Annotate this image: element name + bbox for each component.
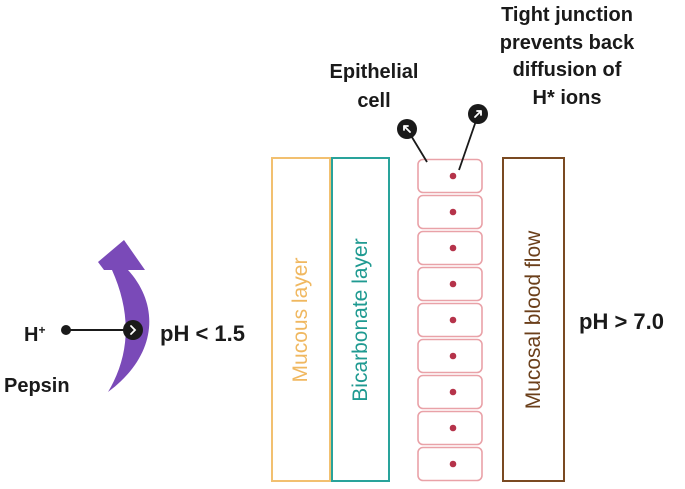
mucosal-blood-flow-layer: Mucosal blood flow (502, 157, 565, 482)
h-plus-pointer-icon (123, 320, 143, 340)
cell-nucleus (449, 316, 457, 324)
tight-junction-line-1: Tight junction (501, 4, 633, 26)
cell-nucleus (449, 460, 457, 468)
pepsin-curved-arrow-icon (98, 240, 150, 392)
h-plus-superscript: + (38, 323, 46, 337)
h-plus-text: H (24, 324, 39, 346)
epithelial-line-1: Epithelial (329, 61, 419, 83)
bicarbonate-layer-label: Bicarbonate layer (348, 237, 372, 402)
cell-nucleus (449, 172, 457, 180)
cell-nucleus (449, 280, 457, 288)
cell-nucleus (449, 208, 457, 216)
h-plus-dot (61, 325, 71, 335)
cell-nucleus (449, 244, 457, 252)
tight-junction-line-2: prevents back (499, 31, 635, 54)
mucous-layer: Mucous layer (271, 157, 331, 482)
epithelial-pointer-icon (397, 119, 417, 139)
tight-junction-label: Tight junction prevents back diffusion o… (452, 2, 682, 112)
mucous-layer-label: Mucous layer (289, 257, 312, 382)
cell-nucleus (449, 424, 457, 432)
tight-junction-pointer-line (458, 114, 479, 171)
bicarbonate-layer: Bicarbonate layer (331, 157, 390, 482)
h-plus-label: H+ (24, 316, 45, 349)
tight-junction-line-3: diffusion of (512, 59, 622, 81)
epithelial-cell-column (417, 158, 483, 482)
pepsin-label: Pepsin (4, 375, 70, 397)
cell-nucleus (449, 388, 457, 396)
cell-nucleus (449, 352, 457, 360)
tight-junction-line-4: H* ions (532, 86, 602, 109)
tight-junction-pointer-icon (468, 104, 488, 124)
epithelial-cell-label: Epithelial cell (318, 58, 430, 116)
mucosal-blood-flow-label: Mucosal blood flow (521, 230, 545, 409)
ph-low-label: pH < 1.5 (160, 321, 245, 346)
ph-high-label: pH > 7.0 (579, 309, 664, 334)
epithelial-line-2: cell (357, 90, 391, 112)
